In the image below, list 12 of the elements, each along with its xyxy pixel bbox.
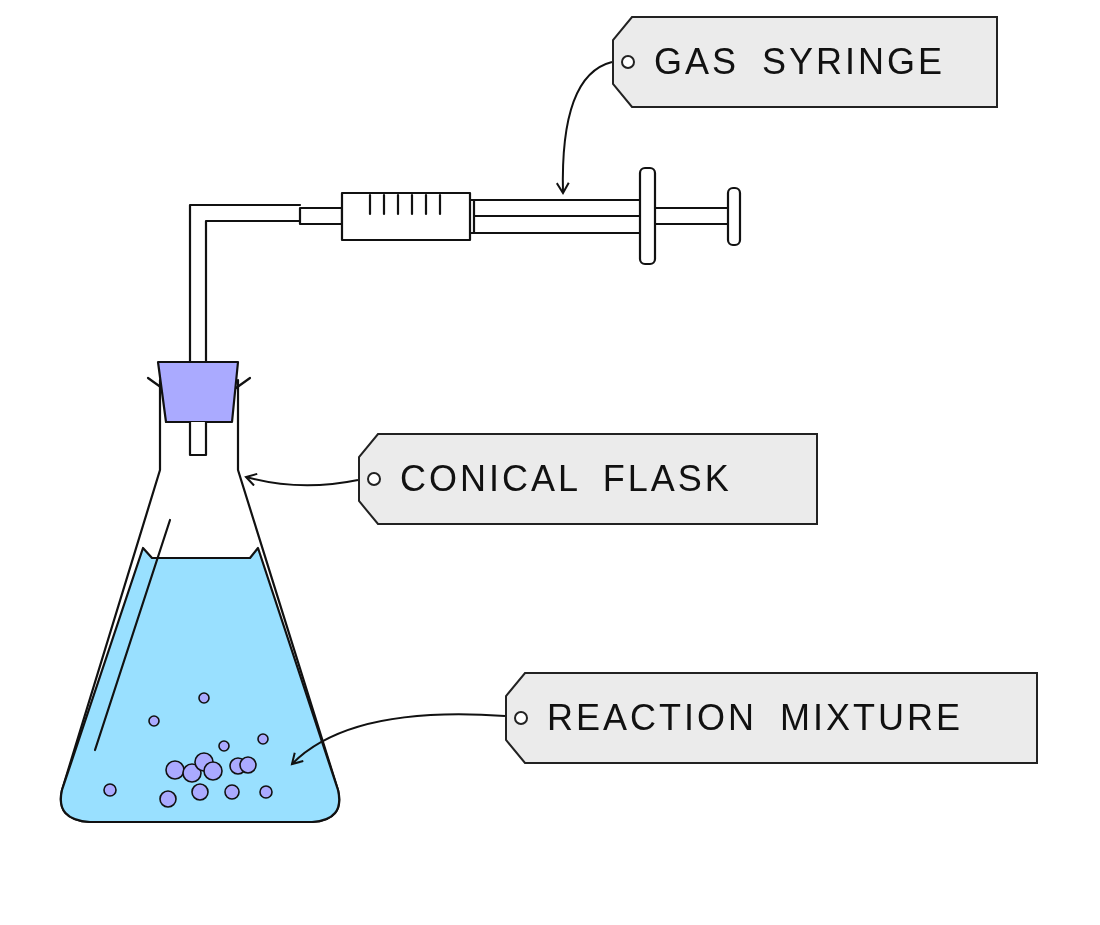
tag-text: REACTION MIXTURE bbox=[547, 697, 963, 739]
tag-label bbox=[358, 433, 818, 525]
tag-text: CONICAL FLASK bbox=[400, 458, 732, 500]
conical-flask-drawing bbox=[59, 203, 341, 824]
liquid-mixture-drawing bbox=[59, 518, 341, 824]
leader-arrow bbox=[245, 472, 359, 487]
tag-text: GAS SYRINGE bbox=[654, 41, 946, 83]
leader-arrow bbox=[291, 713, 506, 765]
leader-arrow bbox=[555, 61, 613, 194]
tag-label bbox=[612, 16, 998, 108]
tag-label bbox=[505, 672, 1038, 764]
gas-syringe-drawing bbox=[298, 166, 742, 266]
